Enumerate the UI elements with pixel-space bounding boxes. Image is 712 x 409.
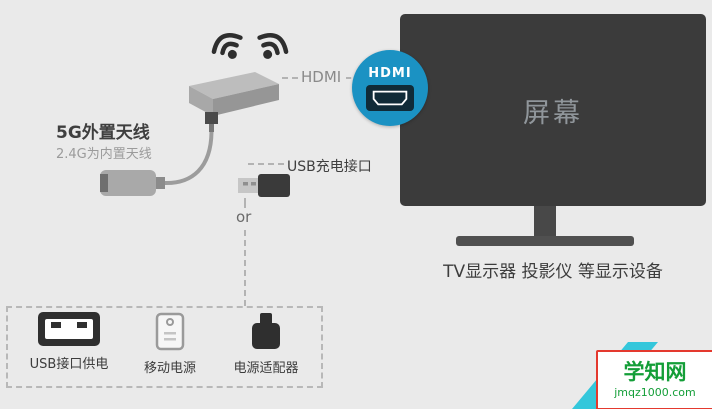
site-url: jmqz1000.com [614, 385, 696, 399]
usb-plug-illustration [238, 174, 290, 197]
power-adapter-icon [252, 313, 280, 349]
dongle-illustration [189, 72, 279, 132]
tv-stand-base [456, 236, 634, 246]
power-option-label: 移动电源 [143, 361, 196, 376]
hdmi-port-frame [366, 84, 414, 111]
hdmi-leader-line-left [282, 77, 298, 79]
hdmi-wire-label: HDMI [301, 68, 342, 86]
power-bank-icon [155, 312, 185, 351]
usb-port-icon [38, 312, 100, 346]
usb-port-label: USB充电接口 [287, 159, 372, 175]
or-line-bottom [244, 230, 246, 306]
power-option-usb-port: USB接口供电 [14, 311, 124, 372]
power-option-adapter: 电源适配器 [216, 311, 316, 376]
tv-screen-label: 屏幕 [523, 97, 583, 129]
usb-leader-line [248, 163, 284, 165]
hdmi-badge-label: HDMI [368, 65, 412, 81]
power-options-box [6, 306, 323, 388]
site-name: 学知网 [623, 360, 687, 385]
wifi-signal-icon [211, 32, 289, 59]
power-option-label: USB接口供电 [29, 357, 109, 372]
antenna-subtitle: 2.4G为内置天线 [56, 147, 152, 162]
or-line-top [244, 198, 246, 208]
site-watermark: 学知网 jmqz1000.com [596, 350, 712, 409]
power-option-power-bank: 移动电源 [126, 311, 214, 376]
antenna-title: 5G外置天线 [56, 123, 150, 143]
hdmi-badge: HDMI [352, 50, 428, 126]
tv-illustration: 屏幕 [400, 14, 706, 206]
tv-caption: TV显示器 投影仪 等显示设备 [443, 262, 663, 282]
hdmi-connector-icon [372, 90, 408, 105]
power-option-label: 电源适配器 [233, 361, 299, 376]
or-label: or [236, 208, 252, 226]
usb-cable-illustration [100, 131, 290, 197]
tv-stand-neck [534, 206, 556, 238]
antenna-connector-illustration [100, 170, 165, 196]
